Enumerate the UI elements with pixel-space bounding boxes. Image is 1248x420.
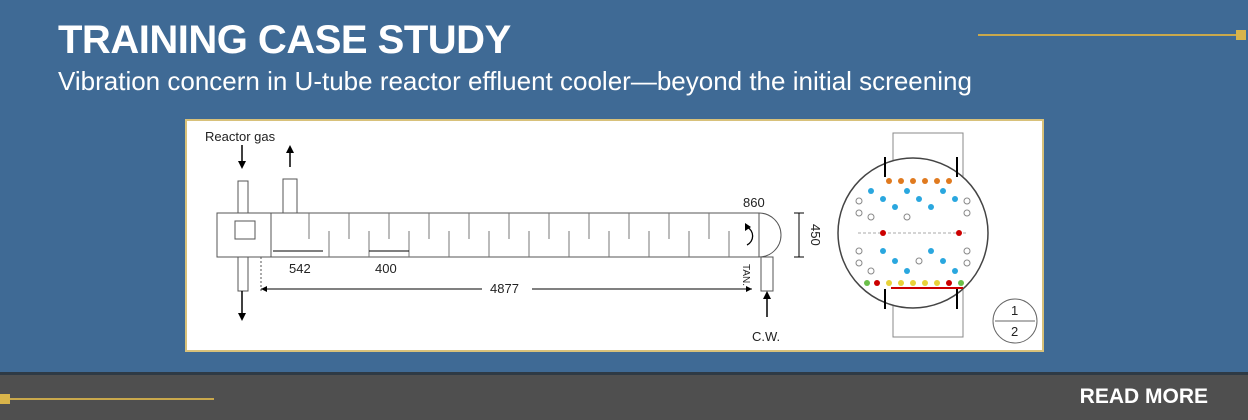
page-subtitle: Vibration concern in U-tube reactor effl… — [58, 66, 972, 96]
tubesheet-layout: 1 2 — [837, 132, 1038, 344]
footer-bar: READ MORE — [0, 372, 1248, 420]
decorative-line — [978, 34, 1240, 36]
dim-400-label: 400 — [375, 261, 397, 276]
tan-label: TAN. — [740, 264, 751, 286]
read-more-button[interactable]: READ MORE — [1079, 385, 1208, 408]
exchanger-drawing: Reactor gas — [205, 129, 1038, 344]
decorative-square — [1236, 30, 1246, 40]
cw-label: C.W. — [752, 329, 780, 344]
dim-860-label: 860 — [743, 195, 765, 210]
reactor-gas-label: Reactor gas — [205, 129, 276, 144]
exchanger-diagram: Reactor gas — [185, 119, 1044, 352]
dim-450-label: 450 — [808, 224, 823, 246]
decorative-line — [4, 398, 214, 400]
dim-542-label: 542 — [289, 261, 311, 276]
decorative-square — [0, 394, 10, 404]
page-title: TRAINING CASE STUDY — [58, 18, 511, 62]
pass-1-label: 1 — [1011, 303, 1018, 318]
pass-2-label: 2 — [1011, 324, 1018, 339]
dim-4877-label: 4877 — [490, 281, 519, 296]
